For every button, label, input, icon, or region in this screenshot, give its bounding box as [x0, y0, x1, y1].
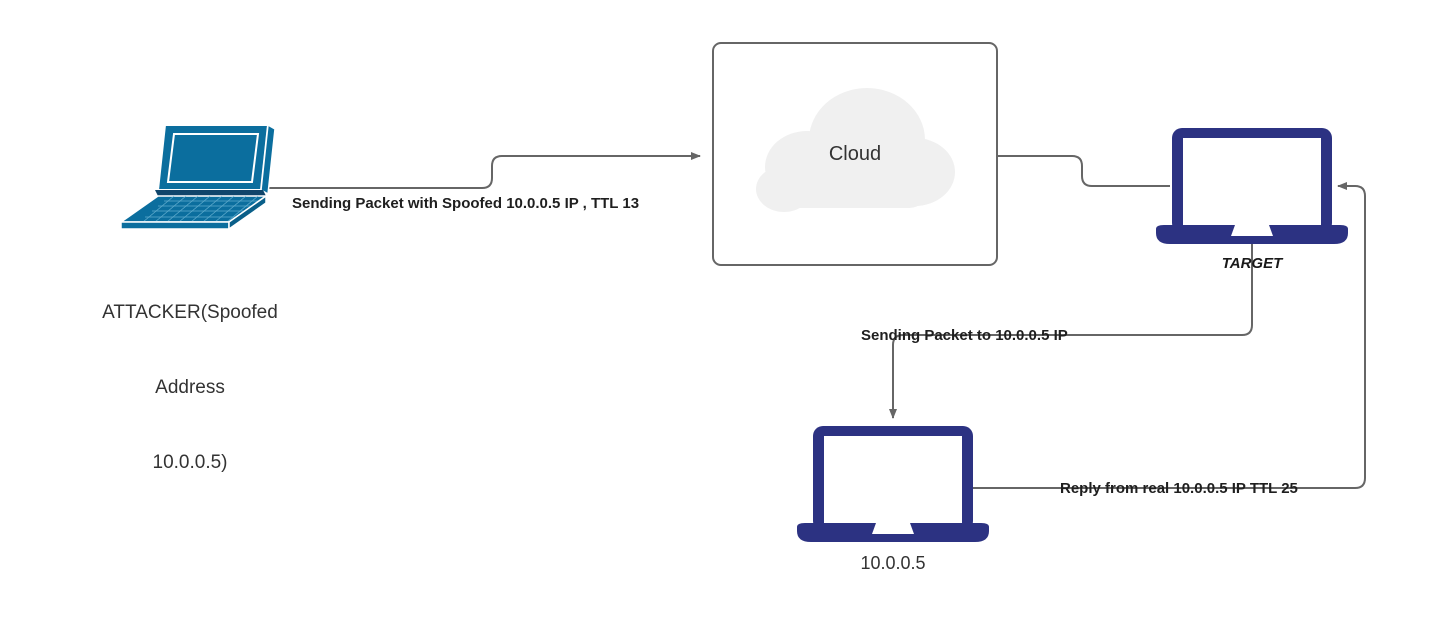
laptop-isometric-icon: [118, 123, 276, 231]
attacker-label-line-1: ATTACKER(Spoofed: [102, 302, 278, 323]
real-host-label: 10.0.0.5: [860, 553, 926, 573]
attacker-label-line-3: 10.0.0.5): [152, 452, 228, 473]
target-label: TARGET: [1221, 255, 1283, 272]
laptop-icon: [797, 426, 989, 542]
real-host-node[interactable]: [793, 424, 993, 544]
cloud-container: [712, 42, 998, 266]
cloud-node[interactable]: Cloud: [712, 42, 998, 266]
cloud-icon: [756, 88, 955, 212]
connector-label-attacker-to-cloud: Sending Packet with Spoofed 10.0.0.5 IP …: [292, 195, 640, 212]
attacker-label-line-2: Address: [155, 377, 225, 398]
laptop-icon: [1156, 128, 1348, 244]
attacker-node[interactable]: [108, 118, 276, 231]
connector-label-target-to-real-host: Sending Packet to 10.0.0.5 IP: [861, 327, 1068, 344]
connector-label-real-host-to-target: Reply from real 10.0.0.5 IP TTL 25: [1060, 480, 1298, 497]
connector-cloud-to-target: [998, 155, 1170, 187]
attacker-label: ATTACKER(Spoofed Address 10.0.0.5): [60, 250, 320, 525]
connector-real-host-to-target: [972, 182, 1366, 489]
connector-attacker-to-cloud: [264, 152, 701, 189]
cloud-label: Cloud: [828, 143, 882, 165]
target-node[interactable]: [1152, 126, 1352, 246]
connector-target-to-real-host: [889, 240, 1253, 419]
